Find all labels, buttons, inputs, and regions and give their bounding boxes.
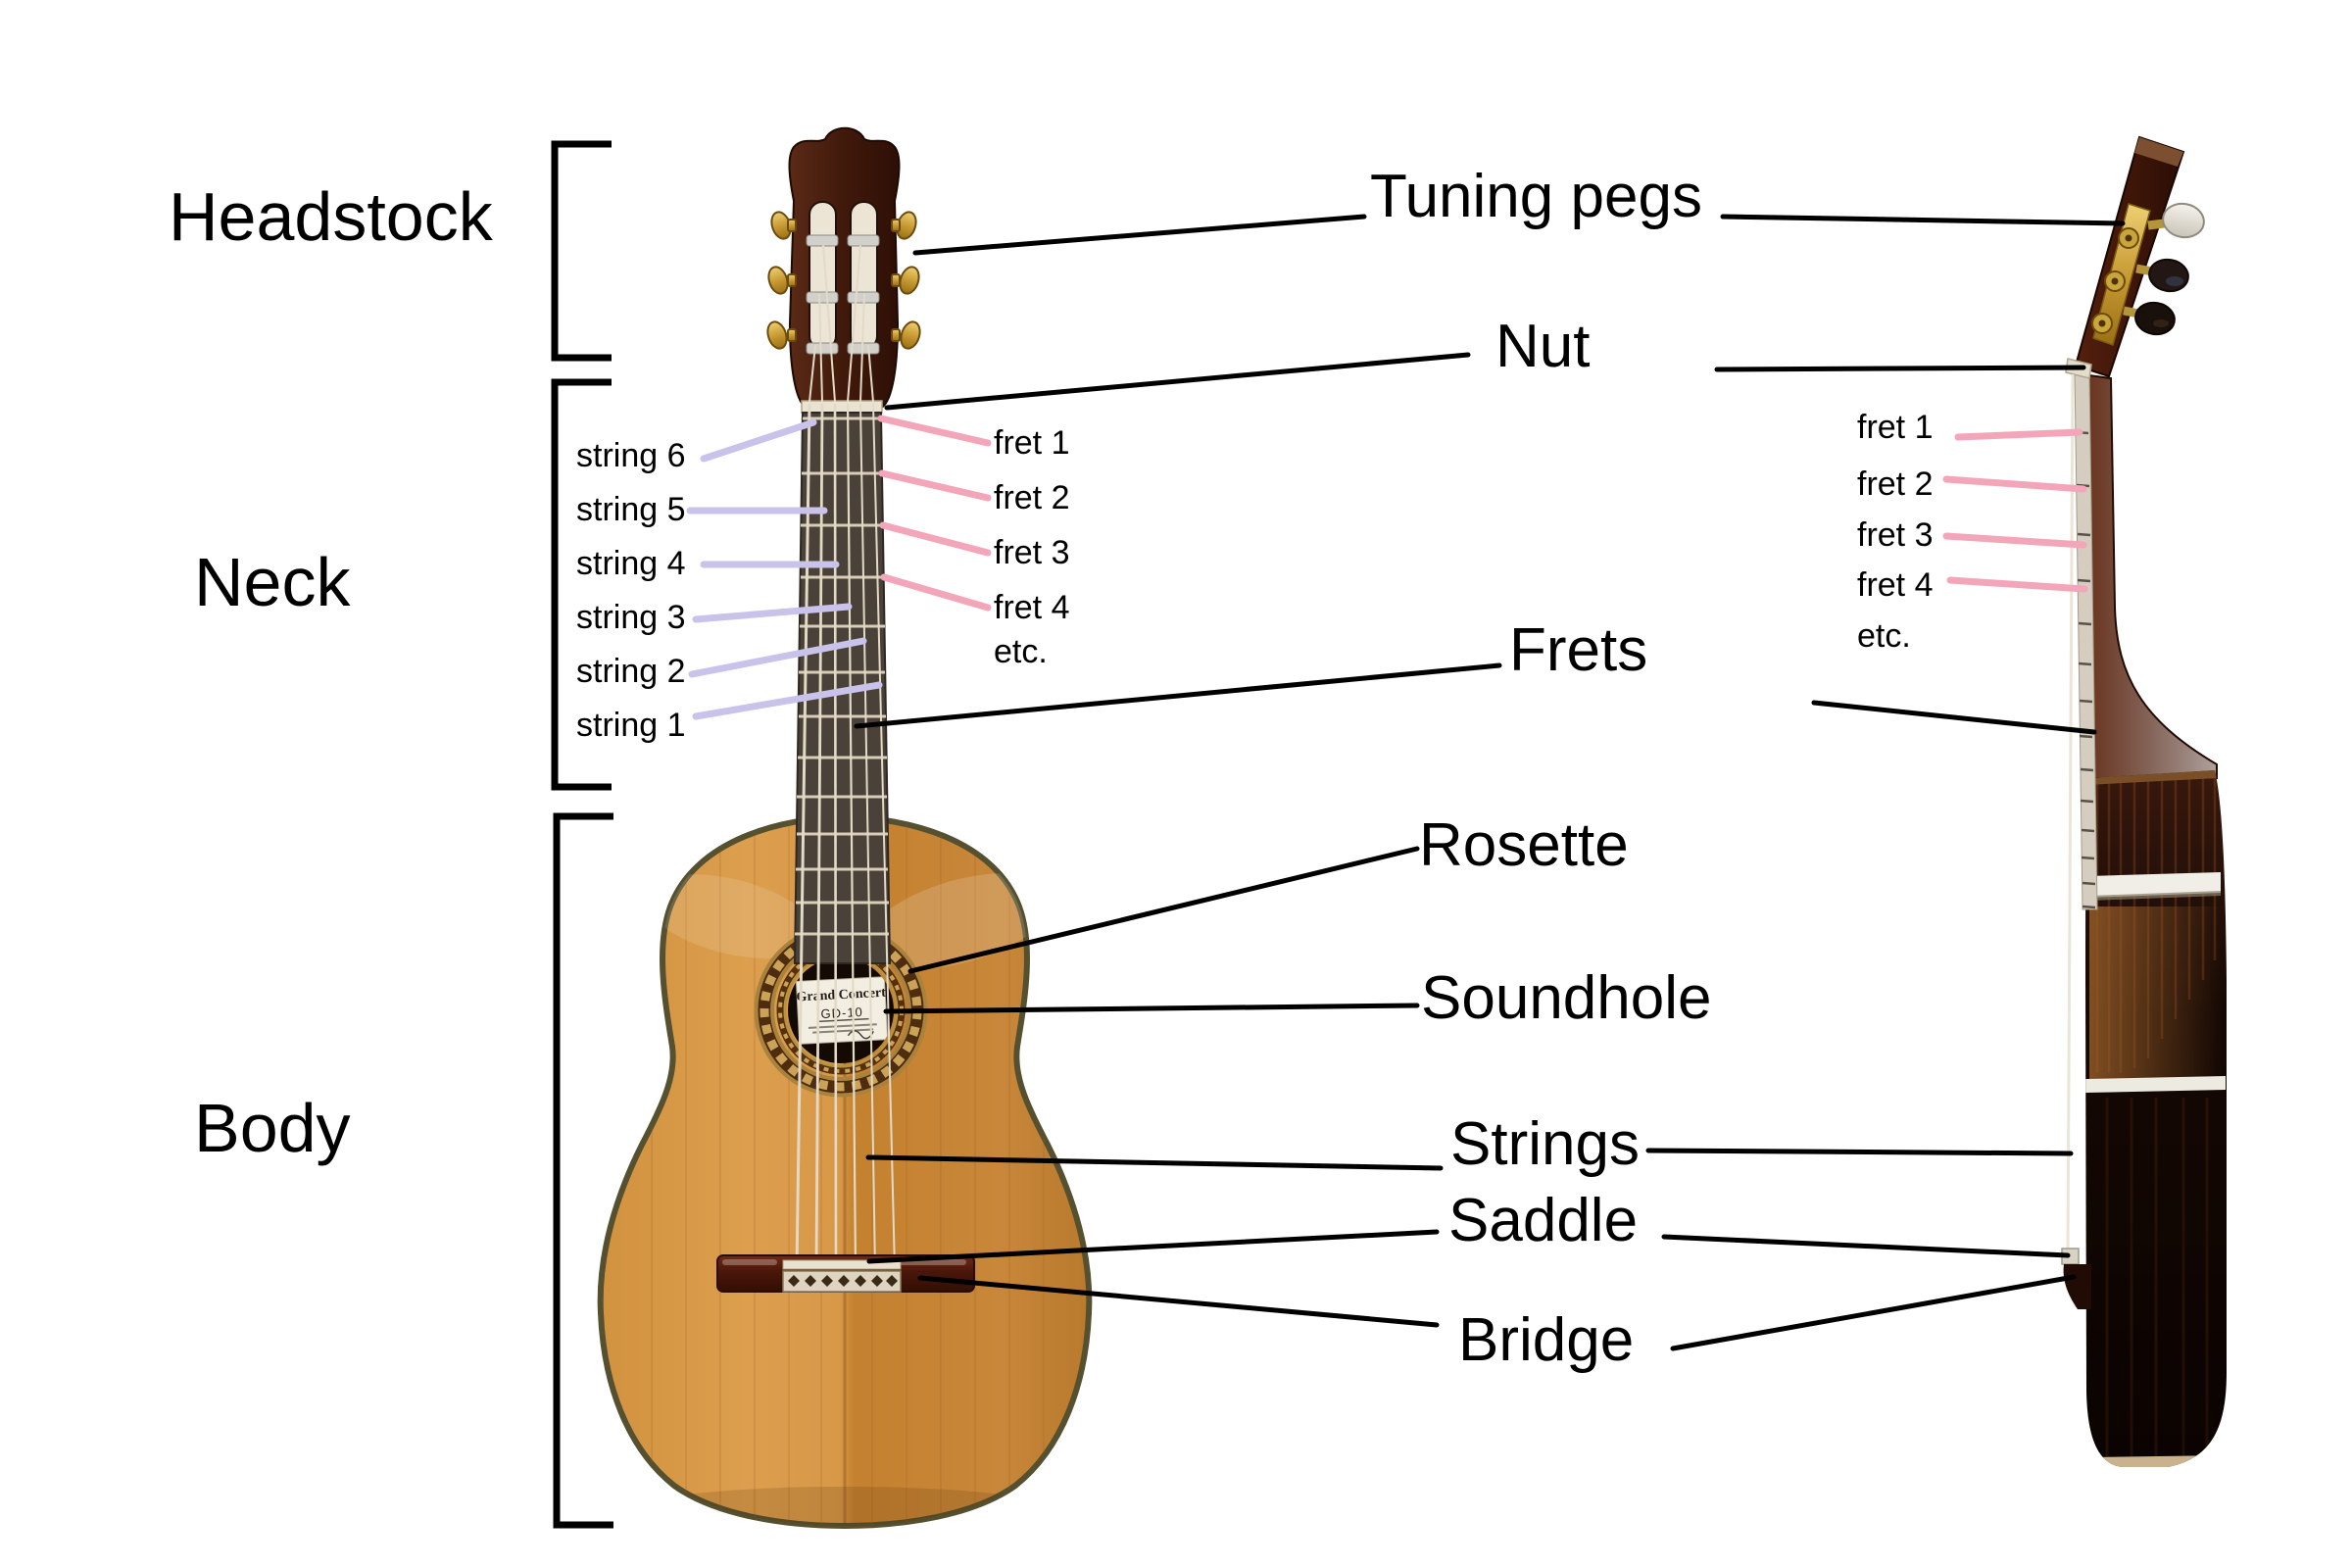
fret-2-label-side: fret 2 [1857,466,1934,503]
side-white-strip-upper [2088,872,2221,898]
headstock-label: Headstock [169,178,493,255]
side-white-strip-lower [2085,1076,2226,1093]
fret-3-label-front: fret 3 [994,534,1070,571]
leader-lines [686,214,2126,1351]
string-3-label: string 3 [576,599,686,636]
frets-label: Frets [1509,616,1648,684]
strings-side [2066,373,2075,1255]
string-1-label: string 1 [576,707,686,744]
string3-leader [692,603,853,623]
bridge-front [716,1254,975,1293]
fret4-leader-side [1946,576,2088,593]
string-4-label: string 4 [576,545,686,582]
body-bracket [553,812,613,1529]
etc-label-side: etc. [1857,617,1911,655]
saddle-label: Saddle [1448,1187,1639,1254]
guitar-side-view [2061,135,2227,1467]
fret-3-label-side: fret 3 [1857,516,1934,554]
tuning-pegs-label: Tuning pegs [1370,163,1702,230]
side-tuner-rosettes [2091,227,2139,334]
string6-leader [700,418,817,463]
strings-leader-right [1645,1148,2074,1156]
nut-front [801,400,883,414]
tuning-pegs-leader-right [1720,214,2126,226]
saddle-front [782,1259,902,1270]
bridge-label: Bridge [1458,1306,1635,1374]
fret-2-label-front: fret 2 [994,479,1070,516]
nut-label: Nut [1495,313,1591,380]
strings-label: Strings [1450,1110,1640,1178]
saddle-leader-left [866,1229,1440,1264]
string-5-label: string 5 [576,491,686,528]
string-2-label: string 2 [576,653,686,690]
fret1-leader-side [1954,428,2083,441]
strings-front [795,244,896,1271]
fret-1-label-front: fret 1 [994,424,1070,462]
string2-leader [688,637,867,678]
string1-leader [692,681,883,720]
side-tuner-buttons [2123,202,2205,336]
tie-block-diamonds [788,1275,898,1287]
soundhole-label-card: Grand Concert GD-10 [795,976,889,1045]
tuning-pegs-leader-left [912,214,1367,256]
frets-leader-side [1811,700,2097,735]
fret-4-label-front: fret 4 [994,589,1070,626]
etc-label-front: etc. [994,633,1048,670]
section-brackets [551,140,613,1529]
fret2-leader-front [878,469,992,502]
strings-leader-left [865,1154,1444,1171]
string-6-label: string 6 [576,437,686,474]
bridge-leader-left [917,1275,1440,1328]
nut-leader-right [1714,365,2086,372]
front-headstock [788,126,901,409]
rosette-label: Rosette [1419,811,1629,879]
rosette-leader [907,846,1420,974]
soundhole-label: Soundhole [1421,964,1712,1032]
headstock-slot-left [808,201,837,350]
frets-leader-front [854,662,1502,729]
bridge-leader-right [1670,1274,2077,1351]
side-bottom-edge [2087,1455,2226,1467]
headstock-top-face [2134,137,2183,167]
nut-leader-left [884,352,1471,411]
front-body [597,813,1093,1530]
headstock-bracket [551,140,612,362]
side-soundboard-edge [2085,770,2218,785]
fret1-leader-front [877,415,992,447]
fret3-leader-side [1942,532,2087,549]
neck-bracket [551,378,612,791]
soundhole-leader [883,1003,1420,1014]
guitar-front-view: Grand Concert GD-10 [597,126,1093,1530]
neck-label: Neck [194,544,351,620]
fret4-leader-front [880,573,992,612]
side-neck-heel [2080,372,2218,779]
tuning-pegs-front [766,211,921,350]
fret3-leader-front [879,521,992,557]
fret-1-label-side: fret 1 [1857,409,1934,446]
fret2-leader-side [1942,475,2087,493]
fret-4-label-side: fret 4 [1857,566,1934,604]
frets-front [795,416,889,936]
body-label: Body [194,1090,351,1166]
saddle-leader-right [1661,1234,2071,1258]
